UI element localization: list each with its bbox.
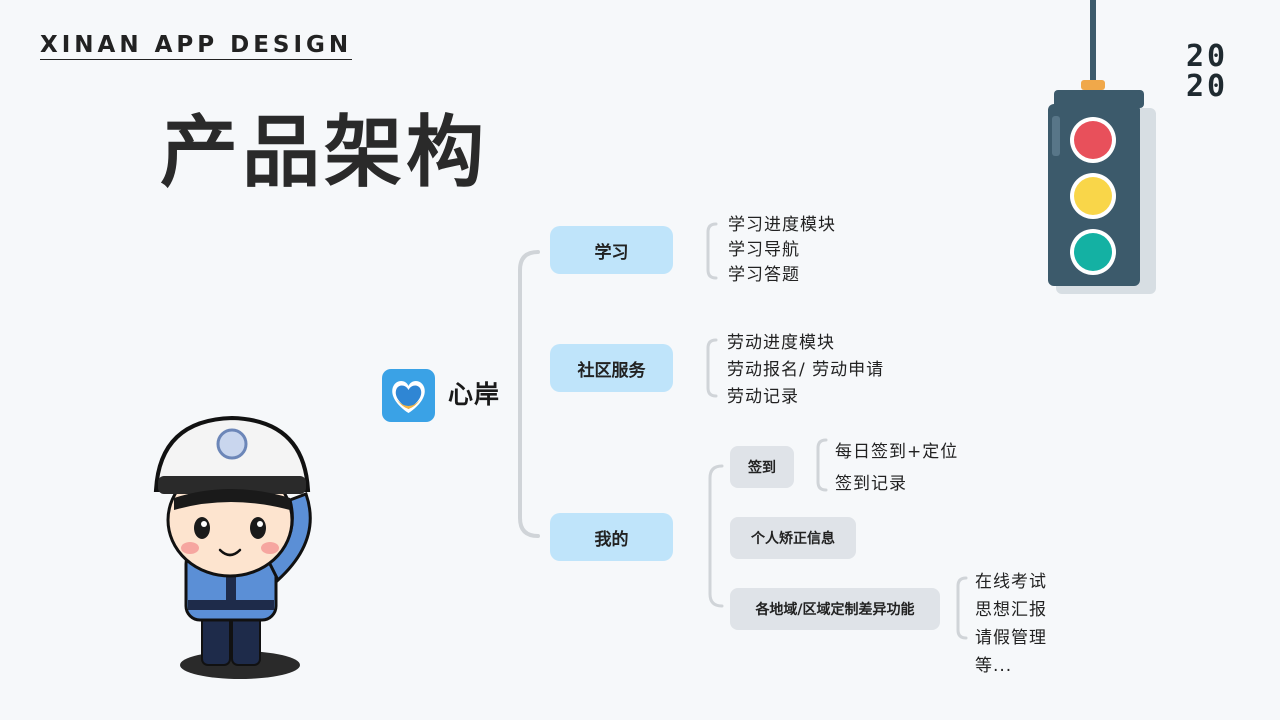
green-light-icon (1074, 233, 1112, 271)
list-item: 等... (975, 656, 1013, 676)
list-item: 思想汇报 (975, 600, 1047, 620)
police-mascot-illustration (153, 415, 312, 679)
list-item: 签到记录 (835, 474, 907, 494)
heart-icon (392, 380, 425, 413)
branch-community-items: 劳动进度模块 劳动报名/ 劳动申请 劳动记录 (727, 330, 884, 411)
page-title: 产品架构 (160, 108, 489, 198)
list-item: 劳动进度模块 (727, 333, 835, 353)
traffic-light-illustration (1048, 0, 1156, 294)
app-icon (382, 369, 435, 422)
branch-node-mine[interactable]: 我的 (550, 513, 673, 561)
branch-node-study[interactable]: 学习 (550, 226, 673, 274)
sub-node-personal-info[interactable]: 个人矫正信息 (730, 517, 856, 559)
sub-checkin-items: 每日签到+定位 签到记录 (835, 436, 958, 500)
list-item: 劳动报名/ 劳动申请 (727, 360, 885, 380)
brand-text: XINAN APP DESIGN (40, 32, 353, 60)
sub-regional-items: 在线考试 思想汇报 请假管理 等... (975, 568, 1047, 680)
sub-node-regional-features[interactable]: 各地域/区域定制差异功能 (730, 588, 940, 630)
list-item: 请假管理 (975, 628, 1047, 648)
list-item: 学习答题 (728, 265, 800, 285)
yellow-light-icon (1074, 177, 1112, 215)
list-item: 学习进度模块 (728, 215, 836, 235)
sub-node-checkin[interactable]: 签到 (730, 446, 794, 488)
list-item: 学习导航 (728, 240, 800, 260)
list-item: 劳动记录 (727, 387, 799, 407)
list-item: 每日签到+定位 (835, 442, 959, 462)
branch-study-items: 学习进度模块 学习导航 学习答题 (728, 213, 836, 288)
list-item: 在线考试 (975, 572, 1047, 592)
branch-node-community[interactable]: 社区服务 (550, 344, 673, 392)
app-name: 心岸 (448, 380, 501, 409)
red-light-icon (1074, 121, 1112, 159)
year-text: 2020 (1186, 39, 1229, 104)
